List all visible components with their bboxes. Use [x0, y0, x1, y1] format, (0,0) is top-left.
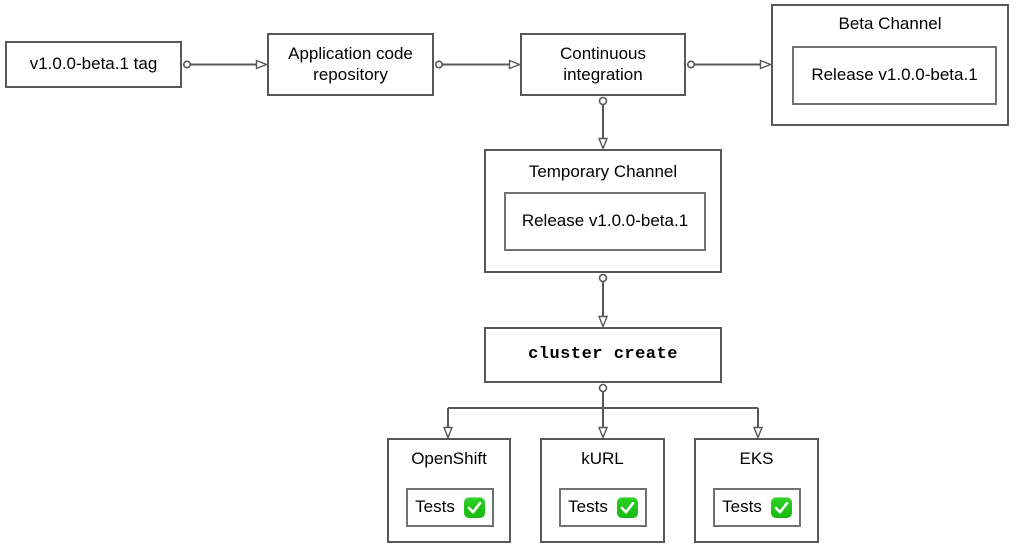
temporary-channel-release-box[interactable]: Release v1.0.0-beta.1	[504, 192, 706, 251]
node-kurl[interactable]: kURL Tests	[540, 438, 665, 543]
node-cluster-create[interactable]: cluster create	[484, 327, 722, 383]
openshift-title: OpenShift	[411, 449, 487, 468]
node-ci-label: Continuous integration	[559, 44, 646, 84]
node-cluster-create-label: cluster create	[528, 344, 678, 364]
beta-channel-release-box[interactable]: Release v1.0.0-beta.1	[792, 46, 997, 105]
kurl-tests-box[interactable]: Tests	[559, 488, 647, 527]
node-beta-channel[interactable]: Beta Channel Release v1.0.0-beta.1	[771, 4, 1009, 126]
eks-title: EKS	[739, 449, 774, 468]
temporary-channel-title: Temporary Channel	[528, 162, 678, 181]
openshift-tests-box[interactable]: Tests	[406, 488, 494, 527]
node-tag[interactable]: v1.0.0-beta.1 tag	[5, 41, 182, 88]
node-tag-label: v1.0.0-beta.1 tag	[29, 54, 158, 74]
check-mark-icon	[770, 497, 792, 518]
node-application-code-repository[interactable]: Application code repository	[267, 33, 434, 96]
beta-channel-title: Beta Channel	[838, 14, 942, 33]
node-temporary-channel[interactable]: Temporary Channel Release v1.0.0-beta.1	[484, 149, 722, 273]
eks-tests-label: Tests	[722, 497, 762, 517]
openshift-tests-label: Tests	[415, 497, 455, 517]
check-mark-icon	[463, 497, 485, 518]
node-openshift[interactable]: OpenShift Tests	[387, 438, 511, 543]
node-repo-label: Application code repository	[288, 44, 413, 84]
eks-tests-box[interactable]: Tests	[713, 488, 801, 527]
kurl-title: kURL	[581, 449, 624, 468]
check-mark-icon	[616, 497, 638, 518]
kurl-tests-label: Tests	[568, 497, 608, 517]
beta-channel-release-label: Release v1.0.0-beta.1	[811, 65, 978, 85]
node-eks[interactable]: EKS Tests	[694, 438, 819, 543]
temporary-channel-release-label: Release v1.0.0-beta.1	[521, 211, 689, 231]
node-continuous-integration[interactable]: Continuous integration	[520, 33, 686, 96]
